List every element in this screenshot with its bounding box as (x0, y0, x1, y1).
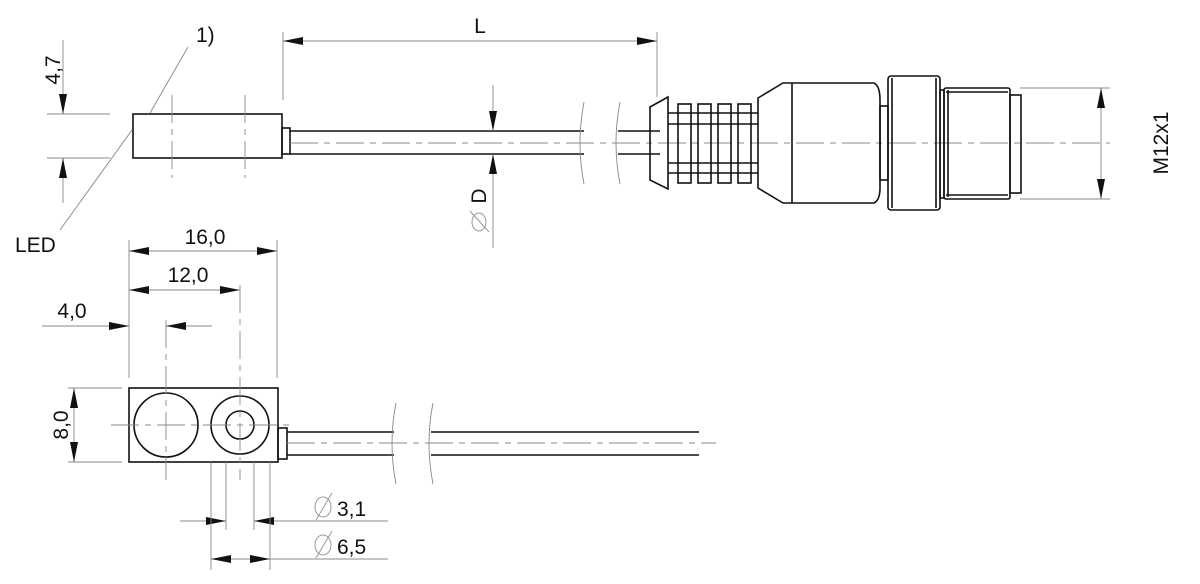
hole-inner-label: 3,1 (337, 498, 366, 521)
note-label: 1) (196, 24, 215, 47)
dimension-width-center: 12,0 (129, 264, 240, 294)
dimension-hole-inner: 3,1 (180, 462, 388, 530)
dimension-hole-outer: 6,5 (210, 462, 388, 570)
led-leader (59, 129, 133, 231)
dimension-width-total: 16,0 (129, 226, 277, 255)
led-label: LED (15, 234, 56, 257)
note-leader (149, 46, 189, 114)
dimension-height: 4,7 (42, 40, 110, 203)
cable-stub-front (277, 427, 288, 460)
cable-stub (281, 127, 291, 155)
width-led-label: 4,0 (57, 300, 86, 323)
dimension-length: L (282, 15, 658, 100)
thread-label: M12x1 (1150, 111, 1173, 174)
dimension-diameter: D (468, 85, 497, 248)
length-label: L (474, 15, 486, 38)
diameter-label: D (468, 188, 491, 203)
depth-label: 8,0 (50, 410, 73, 439)
sensor-body-side (132, 113, 283, 159)
cable-front (287, 402, 699, 485)
width-center-label: 12,0 (168, 264, 209, 287)
diameter-symbol-icon (314, 492, 333, 521)
m12-connector (649, 75, 1022, 211)
width-total-label: 16,0 (185, 226, 226, 249)
diameter-symbol-icon (314, 530, 333, 559)
dimension-thread: M12x1 (1020, 87, 1173, 200)
side-view: 4,7 1) LED L D M12x1 (15, 15, 1173, 257)
dimension-depth: 8,0 (50, 387, 122, 463)
height-label: 4,7 (42, 55, 65, 84)
hole-outer-label: 6,5 (337, 536, 366, 559)
front-view: 16,0 12,0 4,0 8,0 3,1 (42, 226, 716, 570)
dimension-width-led: 4,0 (42, 300, 212, 330)
diameter-symbol-icon (469, 210, 490, 233)
